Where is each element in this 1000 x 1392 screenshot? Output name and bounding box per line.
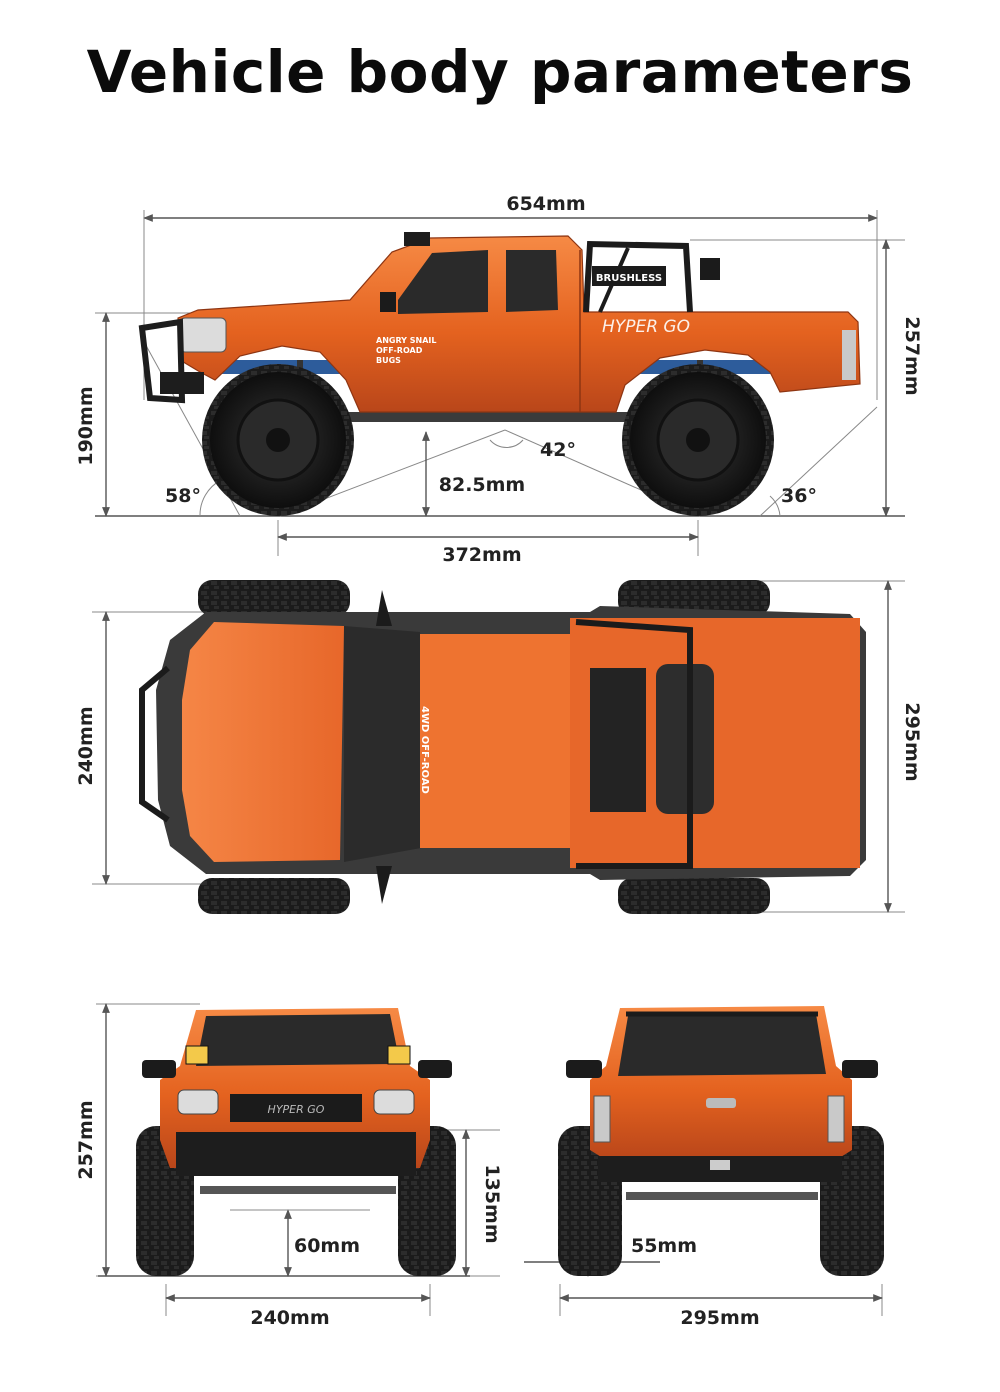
front-wheel	[202, 364, 354, 516]
roll-bar-decal: BRUSHLESS	[596, 273, 662, 284]
side-view: 654mm 257mm 190mm 372mm 58° 42° 36° 82.5…	[75, 193, 923, 566]
rear-clearance-label: 55mm	[631, 1235, 697, 1257]
breakover-angle-label: 42°	[540, 439, 576, 461]
length-label: 654mm	[506, 193, 585, 215]
page-title: Vehicle body parameters	[86, 38, 914, 106]
bed-decal: HYPER GO	[602, 317, 690, 337]
door-decal-3: BUGS	[376, 356, 401, 365]
top-rear-width-label: 295mm	[901, 702, 923, 781]
front-axle-height-label: 135mm	[481, 1164, 503, 1243]
side-rear-height-label: 190mm	[75, 386, 97, 465]
top-front-width-label: 240mm	[75, 706, 97, 785]
grille-decal: HYPER GO	[268, 1103, 325, 1116]
ground-clearance-label: 82.5mm	[439, 474, 525, 496]
front-view: 257mm 135mm 60mm 240mm HYPER GO	[75, 1003, 503, 1329]
top-view: 240mm 295mm 4WD OFF-ROAD	[75, 580, 923, 914]
truck-body-side	[177, 235, 861, 413]
side-height-label: 257mm	[901, 316, 923, 395]
rear-view: 55mm 295mm	[524, 1006, 884, 1329]
hood-decal: 4WD OFF-ROAD	[419, 706, 430, 794]
front-track-label: 240mm	[250, 1307, 329, 1329]
front-clearance-label: 60mm	[294, 1235, 360, 1257]
departure-angle-label: 36°	[781, 485, 817, 507]
door-decal-1: ANGRY SNAIL	[376, 336, 436, 345]
front-height-label: 257mm	[75, 1100, 97, 1179]
approach-angle-label: 58°	[165, 485, 201, 507]
rear-wheel	[622, 364, 774, 516]
wheelbase-label: 372mm	[442, 544, 521, 566]
rear-track-label: 295mm	[680, 1307, 759, 1329]
door-decal-2: OFF-ROAD	[376, 346, 423, 355]
